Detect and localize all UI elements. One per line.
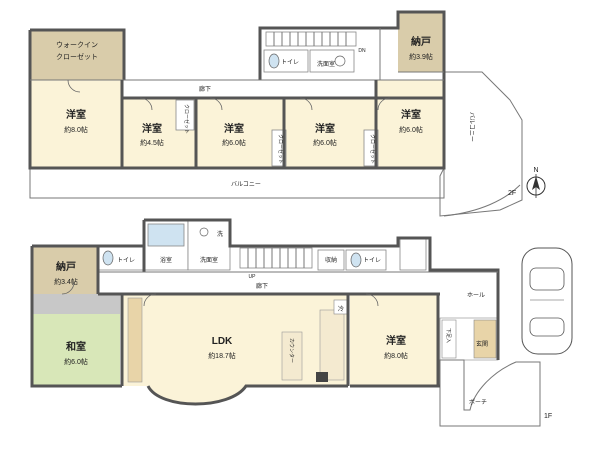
room-youshitsu-e-2f bbox=[376, 80, 444, 168]
label-closet-c: クローゼット bbox=[277, 134, 284, 164]
label-youshitsu-b-2f-size: 約4.5帖 bbox=[140, 138, 164, 147]
label-toilet-2f: トイレ bbox=[281, 60, 299, 66]
room-youshitsu-a-2f bbox=[30, 80, 122, 168]
engawa-tatami-edge bbox=[32, 294, 120, 314]
label-walkin-line1: ウォークイン bbox=[56, 41, 98, 49]
label-ldk-size: 約18.7帖 bbox=[208, 351, 236, 360]
label-ldk: LDK bbox=[212, 336, 233, 347]
label-hall: ホール bbox=[467, 292, 485, 299]
label-youshitsu-d-2f: 洋室 bbox=[315, 122, 335, 135]
label-balcony-south: バルコニー bbox=[231, 181, 261, 188]
label-rei: 冷 bbox=[338, 305, 344, 313]
label-balcony-east: バルコニー bbox=[468, 112, 475, 142]
label-youshitsu-a-2f-size: 約8.0帖 bbox=[64, 125, 88, 134]
label-nando-1f: 納戸 bbox=[56, 260, 76, 273]
label-rouka-2f: 廊下 bbox=[199, 85, 211, 93]
label-youshitsu-1f-size: 約8.0帖 bbox=[384, 351, 408, 360]
label-youshitsu-e-2f-size: 約6.0帖 bbox=[399, 125, 423, 134]
label-toilet-1f-west: トイレ bbox=[117, 258, 135, 264]
label-closet-b: クローゼット bbox=[183, 104, 190, 134]
label-youshitsu-a-2f: 洋室 bbox=[66, 108, 86, 121]
label-senmen-2f: 洗面室 bbox=[317, 60, 335, 68]
label-level-2f: 2F bbox=[508, 190, 516, 197]
label-youshitsu-d-2f-size: 約6.0帖 bbox=[313, 138, 337, 147]
label-porch: ポーチ bbox=[469, 398, 487, 406]
room-nando-2f bbox=[398, 12, 444, 72]
label-nando-2f-size: 約3.9帖 bbox=[409, 52, 433, 61]
compass-n-label: N bbox=[533, 167, 538, 174]
label-washitsu: 和室 bbox=[65, 340, 86, 353]
label-youshitsu-1f: 洋室 bbox=[386, 334, 406, 347]
label-nando-2f: 納戸 bbox=[411, 35, 431, 48]
room-youshitsu-1f bbox=[350, 294, 438, 386]
label-washitsu-size: 約6.0帖 bbox=[64, 357, 88, 366]
label-rouka-1f: 廊下 bbox=[256, 282, 268, 290]
label-genkan: 玄関 bbox=[476, 340, 488, 348]
room-youshitsu-c-2f bbox=[196, 98, 284, 168]
label-youshitsu-b-2f: 洋室 bbox=[142, 122, 162, 135]
room-ldk bbox=[122, 294, 348, 386]
room-nando-1f bbox=[32, 246, 98, 294]
label-shitabako: 下足入 bbox=[445, 328, 451, 343]
label-youshitsu-c-2f: 洋室 bbox=[224, 122, 244, 135]
label-sen: 洗 bbox=[217, 230, 223, 238]
label-up-1f: UP bbox=[249, 274, 257, 280]
label-bath: 浴室 bbox=[160, 256, 172, 264]
label-nando-1f-size: 約3.4帖 bbox=[54, 277, 78, 286]
label-dn-2f: DN bbox=[358, 48, 366, 54]
label-counter: カウンター bbox=[288, 338, 295, 363]
room-youshitsu-d-2f bbox=[284, 98, 376, 168]
bathtub bbox=[147, 223, 185, 247]
label-youshitsu-e-2f: 洋室 bbox=[401, 108, 421, 121]
compass: N bbox=[526, 167, 546, 198]
room-walkin-closet bbox=[30, 30, 124, 80]
label-shuno: 収納 bbox=[325, 256, 337, 264]
car-icon bbox=[521, 247, 573, 355]
label-senmen-1f: 洗面室 bbox=[200, 256, 218, 264]
label-closet-d: クローゼット bbox=[369, 134, 376, 164]
label-youshitsu-c-2f-size: 約6.0帖 bbox=[222, 138, 246, 147]
floor-2f: ウォークイン クローゼット 納戸 約3.9帖 トイレ 洗面室 DN 廊下 洋室 … bbox=[28, 10, 523, 217]
label-walkin-line2: クローゼット bbox=[56, 52, 98, 61]
stairs-1f bbox=[239, 247, 313, 269]
label-toilet-1f-east: トイレ bbox=[363, 258, 381, 264]
floor-1f: 納戸 約3.4帖 トイレ 浴室 洗面室 洗 UP 収納 トイレ 廊下 ホール 和… bbox=[30, 218, 573, 427]
stairs-2f bbox=[265, 31, 357, 47]
label-level-1f: 1F bbox=[544, 413, 552, 420]
room-washitsu bbox=[32, 314, 120, 386]
